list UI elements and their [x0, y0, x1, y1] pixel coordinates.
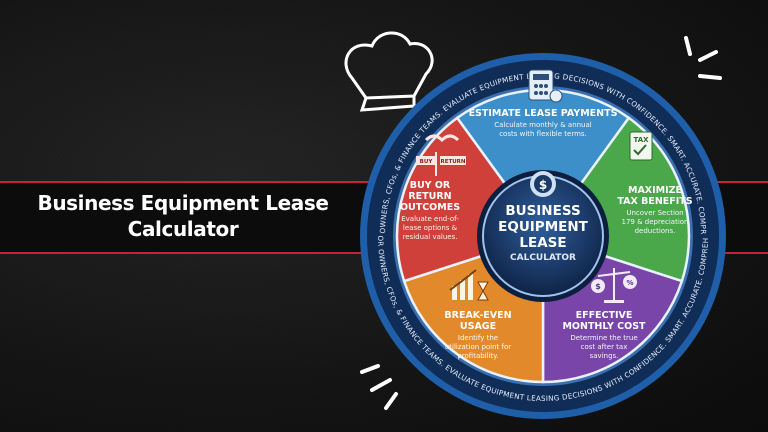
bar-chart-hourglass-icon	[449, 269, 489, 301]
buy-desc-1: Evaluate end-of-	[401, 215, 459, 223]
chef-hat-doodle	[344, 31, 434, 112]
svg-text:$: $	[595, 282, 601, 291]
breakeven-title-2: USAGE	[460, 321, 496, 332]
buy-desc-3: residual values.	[403, 233, 458, 241]
cost-title-2: MONTHLY COST	[562, 321, 646, 332]
sparkle-lines-bottom-left	[360, 364, 398, 410]
gear-dollar-icon: $	[530, 171, 556, 197]
cost-desc-2: cost after tax	[581, 343, 628, 351]
segment-estimate-content: ESTIMATE LEASE PAYMENTS Calculate monthl…	[469, 69, 618, 138]
buy-desc-2: lease options &	[403, 224, 458, 232]
sign-buy: BUY	[420, 159, 434, 165]
hub-line-2: EQUIPMENT	[498, 219, 589, 235]
tax-desc-3: deductions.	[635, 227, 676, 235]
title-line-1: Business Equipment Lease	[37, 191, 329, 215]
title-line-2: Calculator	[127, 217, 239, 241]
estimate-title: ESTIMATE LEASE PAYMENTS	[469, 108, 618, 119]
cost-desc-1: Determine the true	[570, 334, 637, 342]
balance-scale-icon: $ %	[591, 268, 637, 303]
estimate-desc-1: Calculate monthly & annual	[494, 121, 592, 129]
hub-line-4: CALCULATOR	[510, 253, 576, 263]
hub-line-3: LEASE	[519, 235, 566, 251]
page-title: Business Equipment Lease Calculator	[18, 190, 348, 242]
segment-cost-content: $ % EFFECTIVE MONTHLY COST Determine the…	[562, 268, 646, 360]
tax-title-2: TAX BENEFITS	[617, 196, 692, 207]
buy-title-2: RETURN	[408, 191, 451, 202]
svg-text:$: $	[539, 178, 547, 192]
breakeven-desc-2: utilization point for	[445, 343, 511, 351]
buy-title-3: OUTCOMES	[400, 202, 460, 213]
cost-title-1: EFFECTIVE	[576, 310, 633, 321]
segment-buy-content: BUY RETURN BUY OR RETURN OUTCOMES Evalua…	[400, 134, 466, 241]
sign-return: RETURN	[440, 159, 465, 165]
svg-text:%: %	[626, 279, 633, 287]
segment-tax-content: TAX MAXIMIZE TAX BENEFITS Uncover Sectio…	[617, 131, 693, 235]
estimate-desc-2: costs with flexible terms.	[499, 130, 587, 138]
hub-line-1: BUSINESS	[505, 203, 580, 219]
breakeven-desc-1: Identify the	[458, 334, 498, 342]
calculator-icon	[528, 69, 563, 103]
tax-desc-1: Uncover Section	[626, 209, 683, 217]
cost-desc-3: savings.	[590, 352, 619, 360]
breakeven-title-1: BREAK-EVEN	[444, 310, 511, 321]
breakeven-desc-3: profitability.	[457, 352, 498, 360]
tax-badge: TAX	[633, 136, 649, 144]
handshake-signpost-icon: BUY RETURN	[416, 134, 466, 176]
tax-document-icon: TAX	[629, 131, 653, 161]
sparkle-lines-top-right	[684, 36, 722, 80]
tax-title-1: MAXIMIZE	[628, 185, 682, 196]
tax-desc-2: 179 & depreciation	[622, 218, 689, 226]
buy-title-1: BUY OR	[410, 180, 451, 191]
segment-breakeven-content: BREAK-EVEN USAGE Identify the utilizatio…	[444, 269, 512, 360]
